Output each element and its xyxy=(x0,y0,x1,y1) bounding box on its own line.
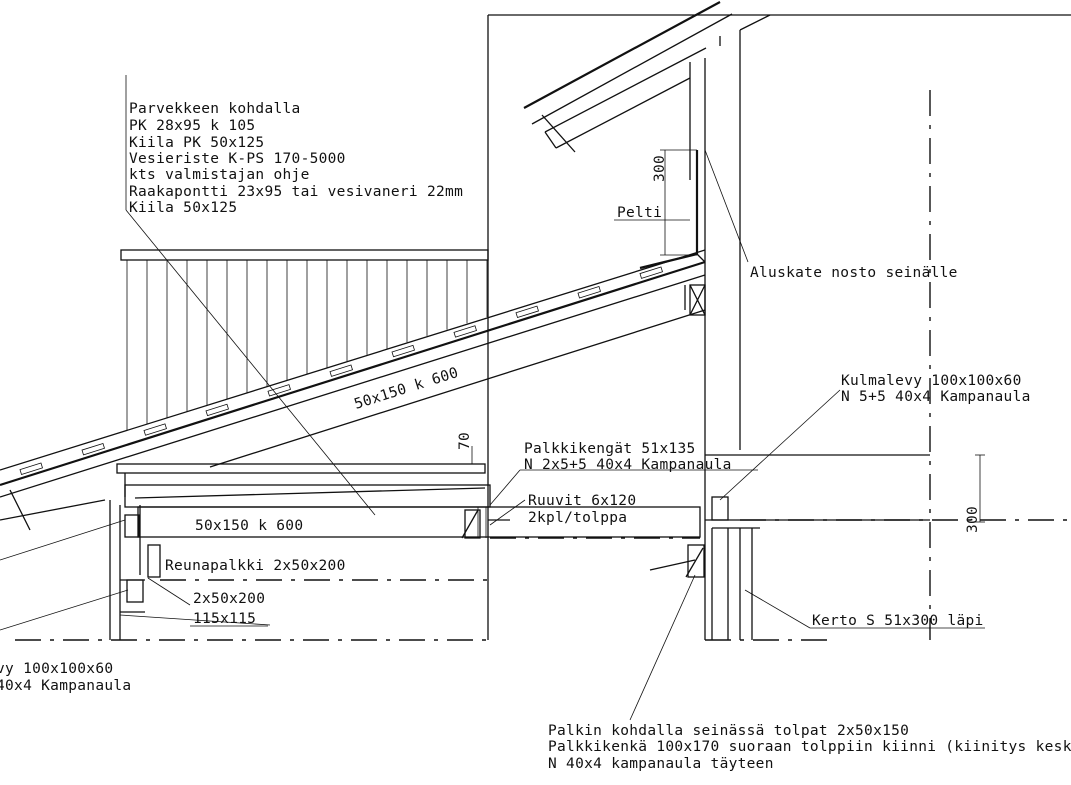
ruuvit-line-1: Ruuvit 6x120 xyxy=(528,493,636,509)
palkkikengat-line-2: N 2x5+5 40x4 Kampanaula xyxy=(524,457,732,473)
dim-300-right: 300 xyxy=(965,506,981,533)
palkin-line-2: Palkkikenkä 100x170 suoraan tolppiin kii… xyxy=(548,739,1071,755)
dim-300-top: 300 xyxy=(652,155,668,182)
note-line-7: Kiila 50x125 xyxy=(129,200,237,216)
batten xyxy=(453,325,477,338)
batten xyxy=(143,423,167,436)
note-line-2: PK 28x95 k 105 xyxy=(129,118,255,134)
rafter-label: 50x150 k 600 xyxy=(352,365,460,413)
beam-2x50x200-label: 2x50x200 xyxy=(193,591,265,607)
reunapalkki-label: Reunapalkki 2x50x200 xyxy=(165,558,346,574)
batten xyxy=(19,462,43,475)
kulmalevy-line-2: N 5+5 40x4 Kampanaula xyxy=(841,389,1031,405)
pelti-label: Pelti xyxy=(617,205,662,221)
dim-70: 70 xyxy=(457,432,473,450)
note-line-3: Kiila PK 50x125 xyxy=(129,135,264,151)
batten xyxy=(205,403,229,417)
batten xyxy=(515,305,539,319)
batten xyxy=(329,364,353,377)
kulmalevy-line-1: Kulmalevy 100x100x60 xyxy=(841,373,1022,389)
note-line-4: Vesieriste K-PS 170-5000 xyxy=(129,151,346,167)
palkin-line-1: Palkin kohdalla seinässä tolpat 2x50x150 xyxy=(548,723,909,739)
balcony-floor xyxy=(109,463,701,640)
main-wall xyxy=(684,14,771,640)
batten xyxy=(391,344,415,358)
ruuvit-line-2: 2kpl/tolppa xyxy=(528,510,627,526)
batten xyxy=(267,384,291,397)
palkin-line-3: N 40x4 kampanaula täyteen xyxy=(548,756,774,772)
batten xyxy=(577,286,601,299)
leader-lines xyxy=(0,75,985,721)
dimensions xyxy=(471,149,985,523)
batten xyxy=(81,442,105,456)
sloped-deck xyxy=(0,249,706,531)
batten xyxy=(639,266,663,279)
upper-roof xyxy=(523,1,733,153)
note-line-5: kts valmistajan ohje xyxy=(129,167,310,183)
wall-left-column xyxy=(487,14,1071,640)
note-line-1: Parvekkeen kohdalla xyxy=(129,101,301,117)
aluskate-label: Aluskate nosto seinälle xyxy=(750,265,958,281)
note-line-6: Raakapontti 23x95 tai vesivaneri 22mm xyxy=(129,184,463,200)
balcony-note: Parvekkeen kohdalla PK 28x95 k 105 Kiila… xyxy=(129,101,463,216)
left-cut-line-2: 40x4 Kampanaula xyxy=(0,678,131,694)
palkkikengat-line-1: Palkkikengät 51x135 xyxy=(524,441,696,457)
post-115-label: 115x115 xyxy=(193,611,256,627)
kerto-label: Kerto S 51x300 läpi xyxy=(812,613,984,629)
left-cut-line-1: vy 100x100x60 xyxy=(0,661,113,677)
balcony-railing xyxy=(120,249,489,431)
joist-label: 50x150 k 600 xyxy=(195,518,303,534)
centre-lines xyxy=(15,90,1071,641)
